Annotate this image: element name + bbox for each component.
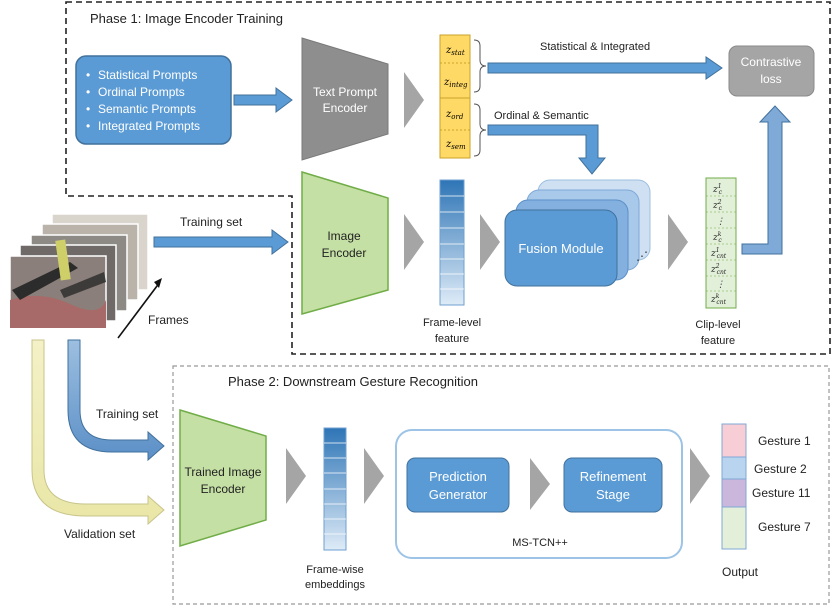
mstcn-label: MS-TCN++ <box>512 537 568 549</box>
trained-image-encoder <box>179 408 267 548</box>
z-sem-token: zsem <box>445 139 466 151</box>
prompt-item: • <box>86 85 90 99</box>
trained-encoder-label: Trained Image <box>185 465 262 479</box>
refinement-stage <box>563 457 663 513</box>
fusion-module <box>504 209 618 287</box>
frame-wise-label: embeddings <box>305 579 365 591</box>
z-stat-token: zstat <box>445 45 465 57</box>
prediction-generator-label: Prediction <box>429 469 487 484</box>
training-set-label: Training set <box>180 215 243 229</box>
prediction-generator <box>406 457 510 513</box>
refinement-stage-label: Stage <box>596 487 630 502</box>
frame-wise-label: Frame-wise <box>306 564 363 576</box>
trained-encoder-label: Encoder <box>201 482 246 496</box>
prompt-item: • <box>86 102 90 116</box>
contrastive-label: loss <box>760 72 781 86</box>
frames-arrow-head <box>154 278 162 288</box>
brace-stat-integ <box>473 39 487 93</box>
prompt-item: • <box>86 68 90 82</box>
flow-chevron <box>286 448 306 504</box>
arrow-prompts-to-text-encoder <box>233 87 293 113</box>
validation-label: Validation set <box>64 527 136 541</box>
z-token-stack <box>439 34 471 159</box>
image-encoder-label: Image <box>327 229 361 243</box>
frame-instrument <box>55 239 71 281</box>
clip-level-feature <box>705 177 737 309</box>
prompt-item-label: Integrated Prompts <box>98 119 200 133</box>
gesture-segment-7 <box>721 506 747 550</box>
image-encoder-label: Encoder <box>322 246 367 260</box>
brace-ord-sem <box>473 103 487 157</box>
prompts-list: • Statistical Prompts • Ordinal Prompts … <box>86 68 200 133</box>
prompt-item: • <box>86 119 90 133</box>
contrastive-label: Contrastive <box>741 55 802 69</box>
clip-feature-label: feature <box>701 335 735 347</box>
arrow-stat-integ-to-contrastive <box>487 56 723 80</box>
phase1-border <box>65 1 831 355</box>
video-frames <box>9 213 149 329</box>
frames-label: Frames <box>148 313 189 327</box>
z-integ-token: zinteg <box>443 77 468 89</box>
flow-chevron <box>530 458 550 510</box>
frame-feature-cells <box>440 195 464 290</box>
phase2-title: Phase 2: Downstream Gesture Recognition <box>228 374 478 389</box>
prompt-item-label: Statistical Prompts <box>98 68 197 82</box>
gesture-segment-11 <box>721 478 747 508</box>
contrastive-loss-box <box>728 45 815 97</box>
image-encoder <box>301 170 389 315</box>
phase1-title: Phase 1: Image Encoder Training <box>90 11 283 26</box>
flow-chevron <box>364 448 384 504</box>
arrow-clip-to-contrastive <box>741 105 792 255</box>
ord-sem-label: Ordinal & Semantic <box>494 110 589 122</box>
fusion-more-dots: ⋰ <box>636 249 648 263</box>
text-encoder-label: Encoder <box>323 101 368 115</box>
phase2-border <box>172 365 830 605</box>
arrow-validation-set <box>31 339 165 526</box>
phase2-training-label: Training set <box>96 407 159 421</box>
prompt-item-label: Ordinal Prompts <box>98 85 185 99</box>
fusion-module-label: Fusion Module <box>518 241 603 256</box>
flow-chevron <box>480 214 500 270</box>
frame-level-feature <box>439 179 465 306</box>
clip-token: ⋮ <box>716 280 725 290</box>
gesture-segment-2 <box>721 456 747 480</box>
z-ord-token: zord <box>445 109 464 121</box>
text-encoder-label: Text Prompt <box>313 85 378 99</box>
refinement-stage-label: Refinement <box>580 469 647 484</box>
arrow-ord-sem-to-fusion <box>487 124 607 175</box>
prompts-box <box>75 55 232 145</box>
flow-chevron <box>668 214 688 270</box>
embedding-cells <box>324 442 346 535</box>
gesture-label: Gesture 1 <box>758 434 811 448</box>
frame-feature-label: feature <box>435 333 469 345</box>
gesture-label: Gesture 2 <box>754 462 807 476</box>
clip-token: ⋮ <box>716 217 725 227</box>
prediction-generator-label: Generator <box>429 487 488 502</box>
arrow-frames-to-image-encoder <box>153 229 289 255</box>
frames-arrow <box>117 281 161 339</box>
flow-chevron <box>404 72 424 128</box>
arrow-phase2-training-set <box>67 339 165 462</box>
stat-integ-label: Statistical & Integrated <box>540 41 650 53</box>
gesture-segment-1 <box>721 423 747 458</box>
prompt-item-label: Semantic Prompts <box>98 102 196 116</box>
output-label: Output <box>722 565 759 579</box>
clip-feature-label: Clip-level <box>695 319 740 331</box>
text-prompt-encoder <box>301 37 389 161</box>
flow-chevron <box>404 214 424 270</box>
frame-feature-label: Frame-level <box>423 317 481 329</box>
frame-instrument <box>60 272 106 298</box>
gesture-label: Gesture 7 <box>758 520 811 534</box>
flow-chevron <box>690 448 710 504</box>
gesture-label: Gesture 11 <box>752 486 811 500</box>
frame-tissue <box>10 295 106 328</box>
